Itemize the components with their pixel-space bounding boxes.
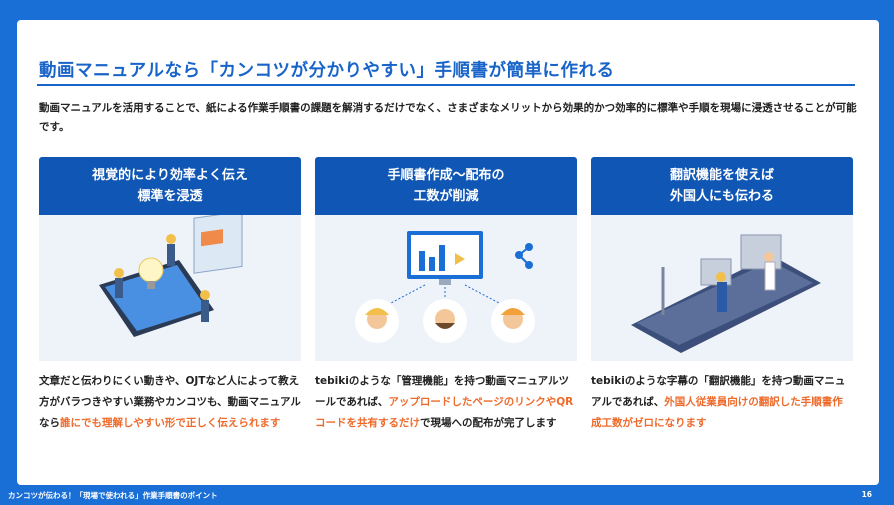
body-text-after: で現場への配布が完了します <box>420 417 557 429</box>
factory-illustration <box>591 215 853 361</box>
card-visual: 視覚的により効率よく伝え 標準を浸透 文章だと伝わりにくい動きや、OJTなど人に… <box>39 157 301 434</box>
title-divider <box>37 84 855 86</box>
page-title: 動画マニュアルなら「カンコツが分かりやすい」手順書が簡単に作れる <box>39 61 615 81</box>
body-highlight: アップロードしたページのリンクやQRコードを共有するだけ <box>315 396 574 429</box>
body-highlight: 誰にでも理解しやすい形で正しく伝えられます <box>60 417 281 429</box>
body-highlight: 外国人従業員向けの翻訳した手順書作成工数がゼロになります <box>591 396 843 429</box>
body-text: 文章だと伝わりにくい動きや、OJTなど人によって教え方がバラつきやすい業務やカン… <box>39 375 301 429</box>
card-header: 手順書作成〜配布の 工数が削減 <box>315 157 577 215</box>
card-header-line1: 翻訳機能を使えば <box>669 168 774 183</box>
lead-text: 動画マニュアルを活用することで、紙による作業手順書の課題を解消するだけでなく、さ… <box>39 102 857 133</box>
slide-sheet: 動画マニュアルなら「カンコツが分かりやすい」手順書が簡単に作れる 動画マニュアル… <box>17 20 879 485</box>
page-number: 16 <box>861 490 872 499</box>
body-text: tebikiのような字幕の「翻訳機能」を持つ動画マニュアルであれば、 <box>591 375 846 408</box>
card-body: tebikiのような「管理機能」を持つ動画マニュアルツールであれば、アップロード… <box>315 371 577 434</box>
card-header: 視覚的により効率よく伝え 標準を浸透 <box>39 157 301 215</box>
card-header-line1: 視覚的により効率よく伝え <box>92 168 248 183</box>
tablet-illustration <box>39 215 301 361</box>
card-header-line2: 外国人にも伝わる <box>669 189 774 204</box>
card-header-line1: 手順書作成〜配布の <box>387 168 505 183</box>
footer-title: カンコツが伝わる！「現場で使われる」作業手順書のポイント <box>8 491 218 500</box>
card-header-line2: 標準を浸透 <box>137 189 203 204</box>
card-translation: 翻訳機能を使えば 外国人にも伝わる tebikiのような字幕の「翻訳機能」を持つ… <box>591 157 853 434</box>
body-text: tebikiのような「管理機能」を持つ動画マニュアルツールであれば、 <box>315 375 570 408</box>
card-body: 文章だと伝わりにくい動きや、OJTなど人によって教え方がバラつきやすい業務やカン… <box>39 371 301 434</box>
card-body: tebikiのような字幕の「翻訳機能」を持つ動画マニュアルであれば、外国人従業員… <box>591 371 853 434</box>
card-distribution: 手順書作成〜配布の 工数が削減 <box>315 157 577 434</box>
card-header: 翻訳機能を使えば 外国人にも伝わる <box>591 157 853 215</box>
card-header-line2: 工数が削減 <box>413 189 479 204</box>
share-illustration <box>315 215 577 361</box>
